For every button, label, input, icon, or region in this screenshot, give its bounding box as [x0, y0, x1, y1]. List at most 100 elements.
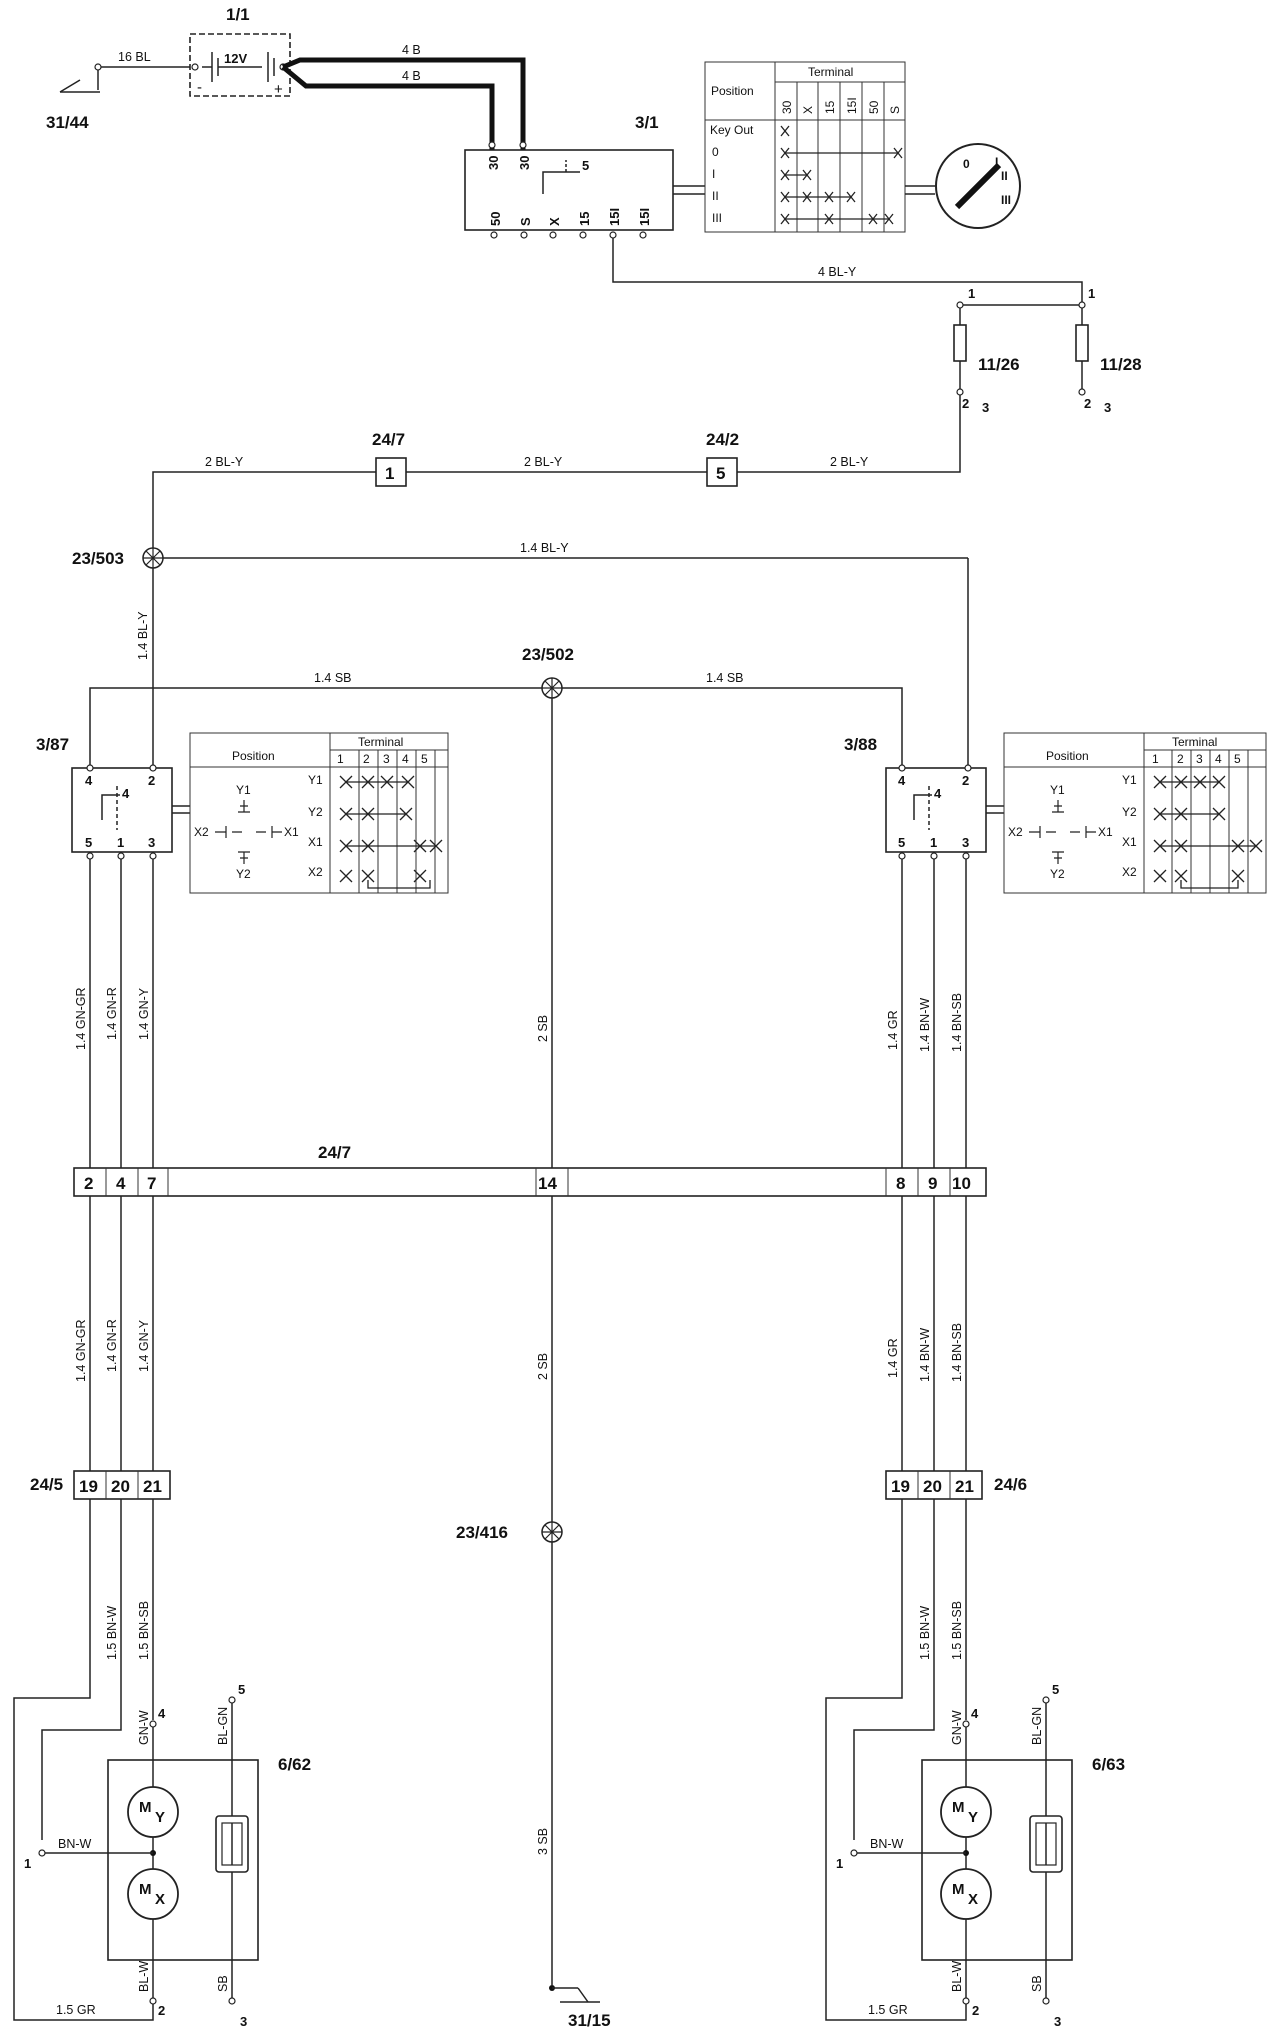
ign-pin-x: X [547, 217, 562, 226]
bar-pin-10: 10 [952, 1174, 971, 1193]
motor-y-axis-r: Y [968, 1809, 978, 1826]
sw-r-term2: 2 [1177, 752, 1184, 766]
wire-l-15gr: 1.5 GR [56, 2003, 96, 2017]
splice-23-503: 23/503 1.4 BL-Y 1.4 BL-Y [72, 541, 969, 768]
battery-cables: 4 B 4 B [281, 43, 526, 150]
sw-l-row-x1: X1 [308, 835, 323, 849]
ign-table-position: Position [711, 84, 754, 98]
ground-31-44-label: 31/44 [46, 113, 89, 132]
sw-l-term3: 3 [383, 752, 390, 766]
fuse-11-28-ref: 11/28 [1100, 355, 1142, 374]
switch-3-88-ref: 3/88 [844, 735, 877, 754]
ign-term-30: 30 [780, 100, 794, 114]
sw-l-sym-y1: Y1 [236, 783, 251, 797]
sw-r-row-x2: X2 [1122, 865, 1137, 879]
ign-pin-s: S [518, 217, 533, 226]
mirror-l-blgn: BL-GN [216, 1707, 230, 1745]
fuse-b-pin2: 2 [1084, 396, 1091, 411]
mirror-r-sb: SB [1030, 1975, 1044, 1992]
mirror-r-bnw: BN-W [870, 1837, 904, 1851]
motor-y-m-r: M [952, 1799, 965, 1816]
mirror-r-pin5: 5 [1052, 1682, 1059, 1697]
ign-pin-15i-a: 15I [607, 208, 622, 226]
motor-x-m-r: M [952, 1881, 965, 1898]
sw-r-term4: 4 [1215, 752, 1222, 766]
sw-r-row-y1: Y1 [1122, 773, 1137, 787]
wire-r-bnsb-up: 1.4 BN-SB [950, 993, 964, 1052]
c246-pin20: 20 [923, 1477, 942, 1496]
wire-14sb-right: 1.4 SB [706, 671, 744, 685]
sw-l-pin4: 4 [85, 773, 93, 788]
ignition-key-cylinder: 0 I II III [935, 143, 1021, 229]
key-pos-ii: II [1001, 169, 1008, 183]
wire-2bly-a: 2 BL-Y [205, 455, 244, 469]
mirror-r-blw: BL-W [950, 1961, 964, 1992]
connector-bar-24-7: 24/7 2 4 7 14 8 9 10 [73, 1143, 987, 1197]
ign-table-terminal: Terminal [808, 65, 853, 79]
sw-r-term5: 5 [1234, 752, 1241, 766]
conn-24-2-pin5: 5 [716, 464, 725, 483]
splice-23-416-ref: 23/416 [456, 1523, 508, 1542]
c245-pin21: 21 [143, 1477, 162, 1496]
wire-l-gny-up: 1.4 GN-Y [137, 987, 151, 1040]
ign-term-x: X [801, 106, 815, 114]
connector-24-5: 24/5 19 20 21 [30, 1470, 171, 1500]
sw-r-row-x1: X1 [1122, 835, 1137, 849]
mirror-6-62: 6/62 1.5 BN-W 1.5 BN-SB 1.5 GR 4 GN-W 5 … [13, 1499, 311, 2029]
wire-r-15bnw: 1.5 BN-W [918, 1606, 932, 1660]
mirror-r-pin2: 2 [972, 2003, 979, 2018]
c246-pin21: 21 [955, 1477, 974, 1496]
fuse-a-pin2: 2 [962, 396, 969, 411]
wire-l-gngr-up: 1.4 GN-GR [74, 987, 88, 1050]
fuse-a-pin3: 3 [982, 400, 989, 415]
ign-term-15: 15 [823, 100, 837, 114]
wire-4bly-label: 4 BL-Y [818, 265, 857, 279]
ground-31-15-label: 31/15 [568, 2011, 611, 2030]
sw-r-sym-y1: Y1 [1050, 783, 1065, 797]
battery-plus: + [274, 81, 283, 98]
wire-14sb-left: 1.4 SB [314, 671, 352, 685]
feed-2bly: 2 BL-Y 2 BL-Y 2 BL-Y 1 24/7 5 24/2 [152, 395, 961, 558]
mirror-6-62-ref: 6/62 [278, 1755, 311, 1774]
ign-internal-5: 5 [582, 158, 589, 173]
splice-23-416: 23/416 3 SB [456, 1521, 563, 1855]
sw-l-sym-x2: X2 [194, 825, 209, 839]
bar-pin-2: 2 [84, 1174, 93, 1193]
fuse-b-pin3: 3 [1104, 400, 1111, 415]
battery-1-1: 1/1 12V - + [189, 5, 291, 98]
wire-r-15bnsb: 1.5 BN-SB [950, 1601, 964, 1660]
mirror-l-pin1: 1 [24, 1856, 31, 1871]
mirror-r-gnw: GN-W [950, 1710, 964, 1745]
mirror-r-pin1: 1 [836, 1856, 843, 1871]
sw-l-table-position: Position [232, 749, 275, 763]
sw-r-sym-x1: X1 [1098, 825, 1113, 839]
conn-24-6-ref: 24/6 [994, 1475, 1027, 1494]
mirror-r-pin3: 3 [1054, 2014, 1061, 2029]
wire-l-gngr-down: 1.4 GN-GR [74, 1319, 88, 1382]
ign-row-iii: III [712, 211, 722, 225]
motor-y-m-l: M [139, 1799, 152, 1816]
fuse-a-pin1: 1 [968, 286, 975, 301]
sw-l-row-y1: Y1 [308, 773, 323, 787]
sw-r-internal: 4 [934, 786, 942, 801]
ignition-table: Position Terminal 30 X 15 15I 50 S Key O… [704, 61, 935, 233]
ign-pin-30-b: 30 [517, 156, 532, 170]
wire-r-15gr: 1.5 GR [868, 2003, 908, 2017]
wire-l-15bnsb: 1.5 BN-SB [137, 1601, 151, 1660]
splice-23-502-ref: 23/502 [522, 645, 574, 664]
mirror-l-gnw: GN-W [137, 1710, 151, 1745]
sw-l-table-marks [339, 775, 443, 889]
battery-voltage: 12V [224, 51, 247, 66]
sw-l-pin2: 2 [148, 773, 155, 788]
conn-24-7-top-ref: 24/7 [372, 430, 405, 449]
wire-l-gny-down: 1.4 GN-Y [137, 1319, 151, 1372]
sw-l-term1: 1 [337, 752, 344, 766]
c245-pin20: 20 [111, 1477, 130, 1496]
sw-l-row-x2: X2 [308, 865, 323, 879]
sw-l-sym-y2: Y2 [236, 867, 251, 881]
wire-c-2sb-down: 2 SB [536, 1353, 550, 1380]
bar-pin-4: 4 [116, 1174, 126, 1193]
ign-term-15i: 15I [845, 97, 859, 114]
wire-2bly-b: 2 BL-Y [524, 455, 563, 469]
wire-14bly-v: 1.4 BL-Y [136, 611, 150, 660]
